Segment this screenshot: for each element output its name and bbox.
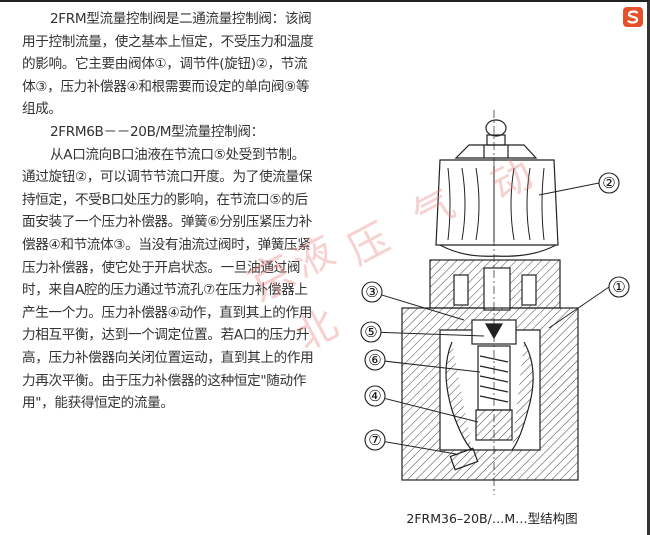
valve-structure-figure: ② ③ ① ⑤ ⑥ ④ ⑦ 2FRM36–20B/…M…型结构图 [344,110,640,530]
figure-caption: 2FRM36–20B/…M…型结构图 [406,511,578,526]
callout-4: ④ [368,387,381,405]
model-heading: 2FRM6B－－20B/M型流量控制阀： [50,123,264,140]
callout-5: ⑤ [364,323,377,341]
callout-2: ② [602,174,615,192]
callout-6: ⑥ [368,351,381,369]
callout-3: ③ [365,283,378,301]
s-logo-icon [622,6,644,28]
callout-1: ① [612,278,625,296]
article-text: 2FRM型流量控制阀是二通流量控制阀：该阀用于控制流量，使之基本上恒定，不受压力… [22,8,318,415]
intro-paragraph: 2FRM型流量控制阀是二通流量控制阀：该阀用于控制流量，使之基本上恒定，不受压力… [22,11,314,118]
valve-section-drawing: ② ③ ① ⑤ ⑥ ④ ⑦ [360,110,630,495]
working-principle-paragraph: 从A口流向B口油液在节流口⑤处受到节制。通过旋钮②，可以调节节流口开度。为了使流… [22,146,314,412]
callout-7: ⑦ [368,431,381,449]
